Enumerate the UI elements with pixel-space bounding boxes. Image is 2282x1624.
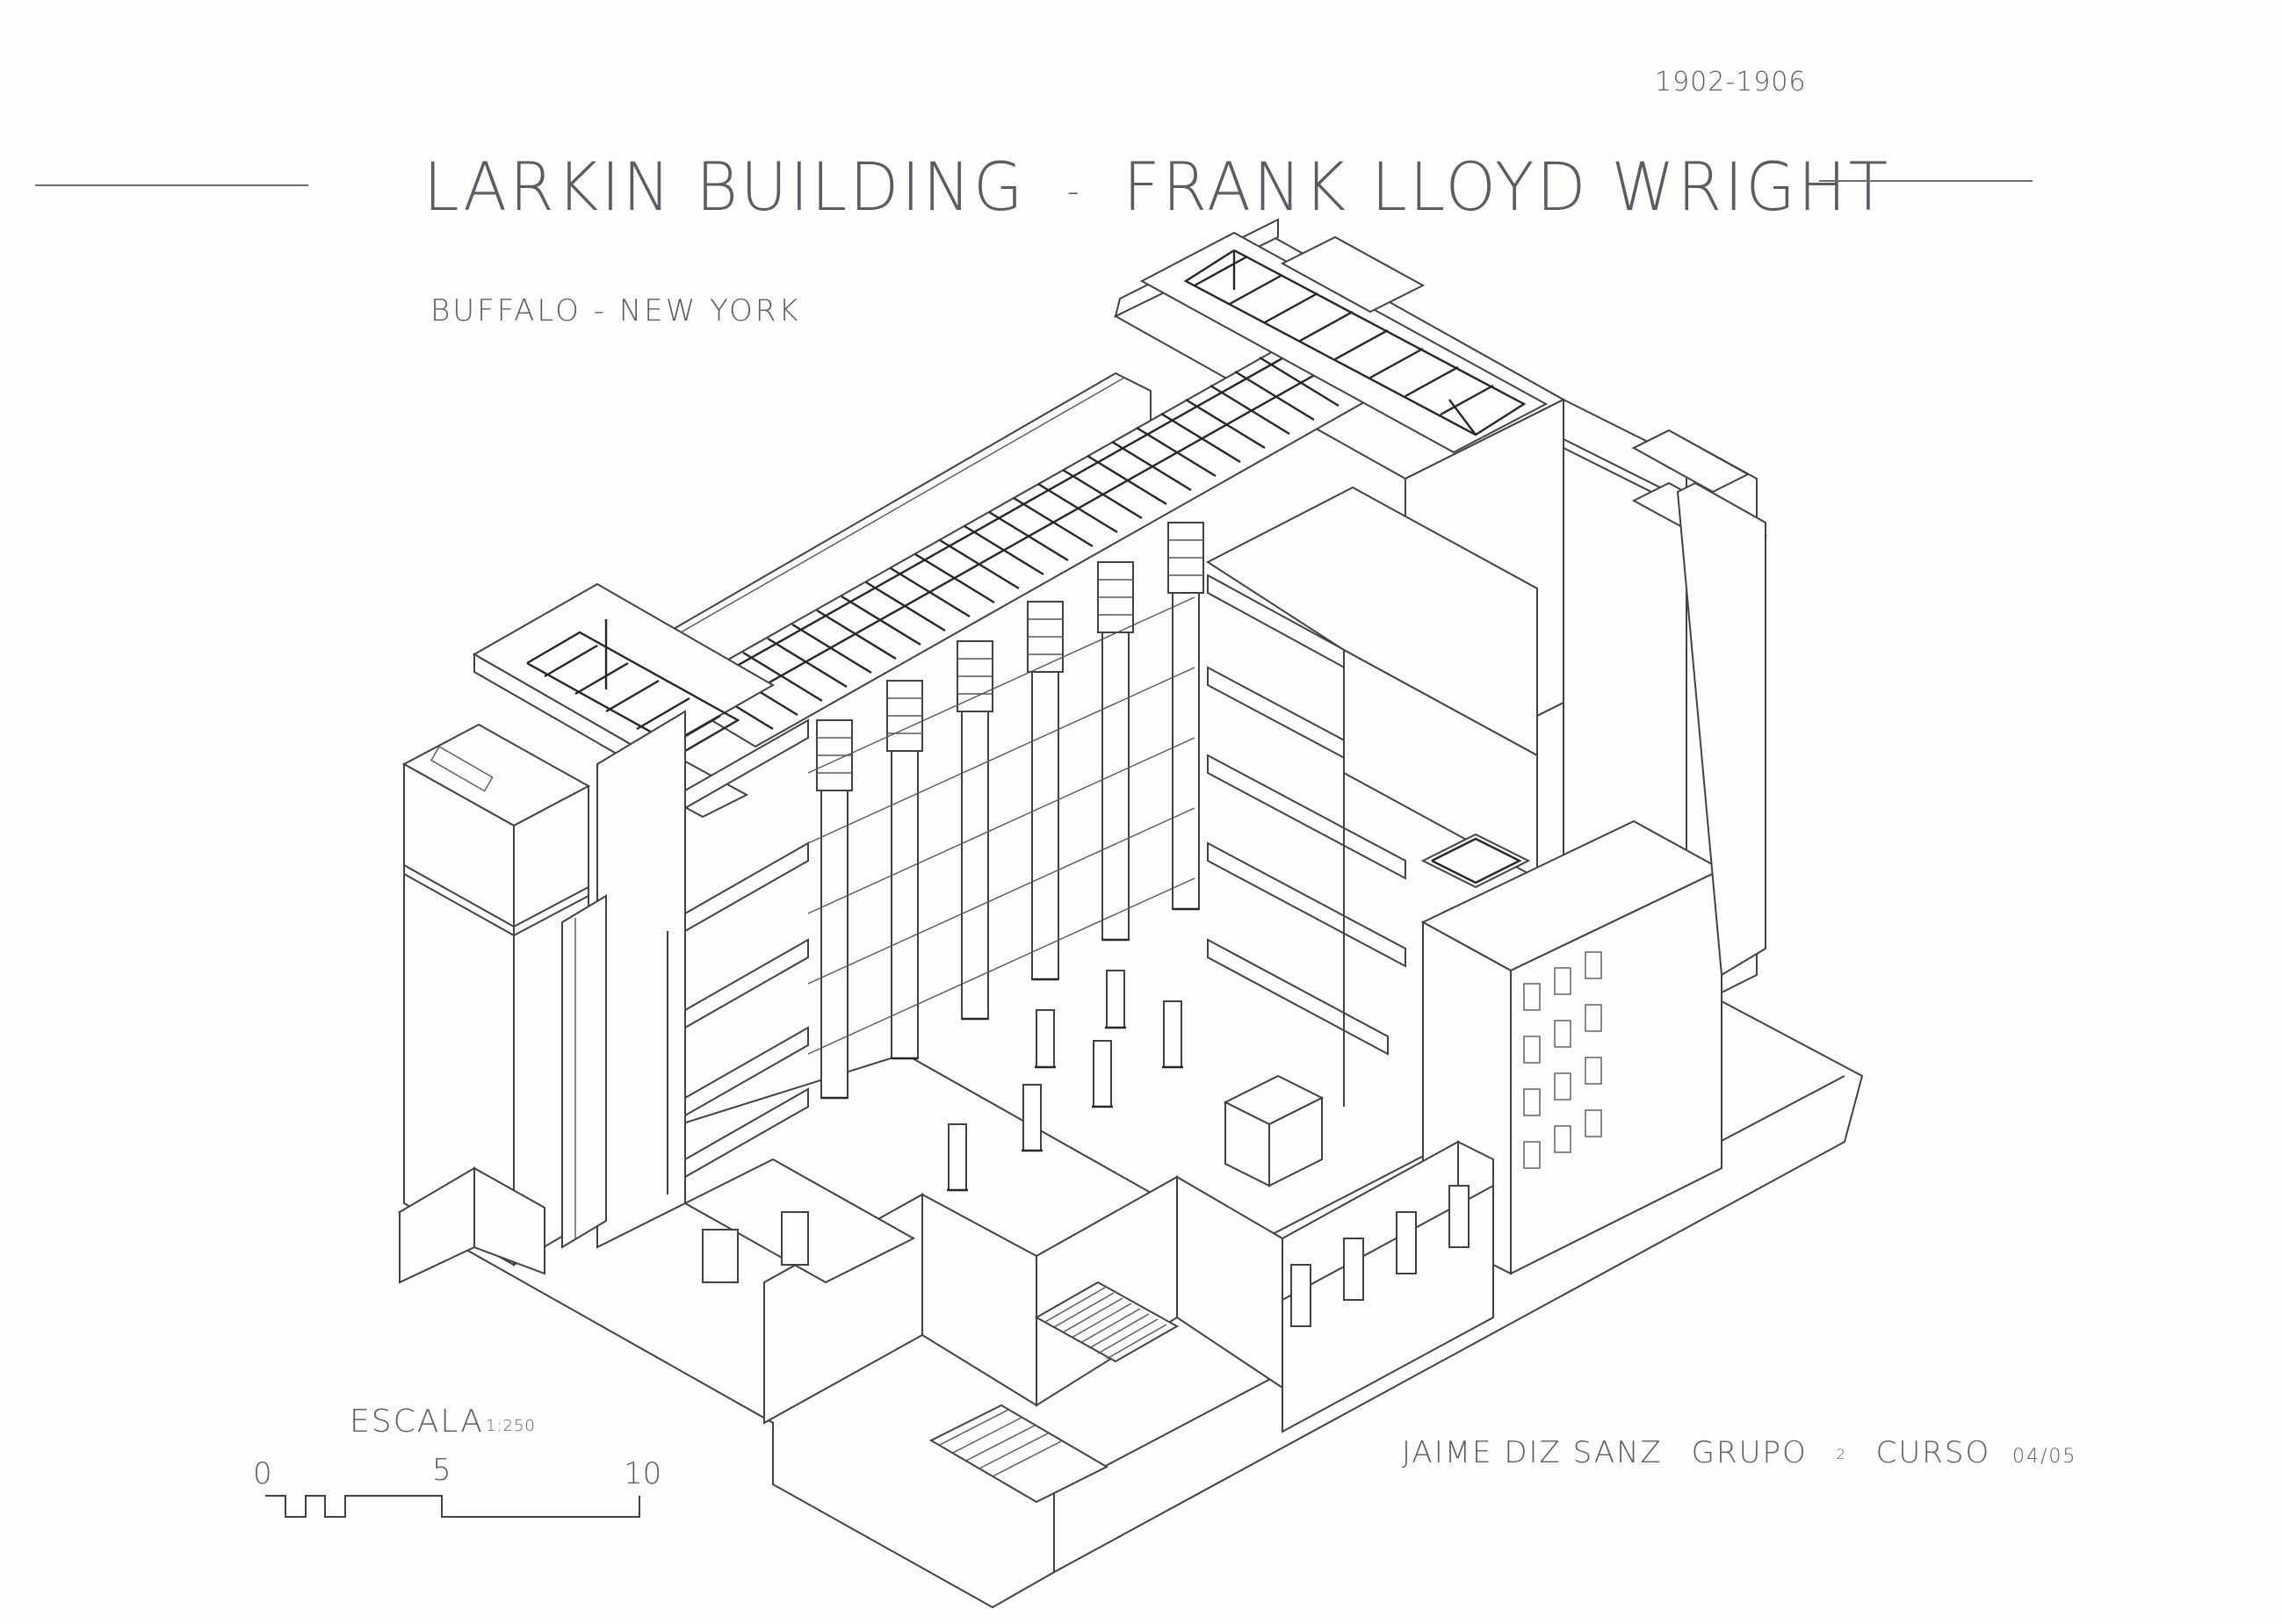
left-wing-face	[561, 710, 686, 1249]
date-range: 1902-1906	[1655, 67, 1807, 97]
author-name: JAIME DIZ SANZ	[1402, 1435, 1663, 1470]
scale-tick-10: 10	[624, 1456, 662, 1491]
credits: JAIME DIZ SANZ GRUPO 2 CURSO 04/05	[1402, 1435, 2076, 1470]
scale-tick-0: 0	[253, 1456, 272, 1491]
location: BUFFALO - NEW YORK	[430, 293, 801, 328]
gallery-floors-left	[667, 718, 809, 1195]
scale-ratio: 1:250	[486, 1417, 536, 1435]
title-building: LARKIN BUILDING	[423, 148, 1026, 226]
title-architect: FRANK LLOYD WRIGHT	[1123, 148, 1891, 226]
scale-tick-5: 5	[432, 1453, 451, 1488]
stair-tower-right	[1631, 481, 1768, 977]
title-separator: -	[1066, 171, 1082, 212]
course-year: 04/05	[2012, 1446, 2077, 1468]
scale-bar	[265, 1495, 640, 1518]
page-title: LARKIN BUILDING - FRANK LLOYD WRIGHT	[423, 148, 1890, 226]
title-rule-right	[1819, 180, 2033, 182]
gallery-floors-right	[1206, 486, 1538, 1107]
group-label: GRUPO	[1691, 1435, 1808, 1470]
atrium-piers	[807, 522, 1204, 1099]
atrium-floor-columns	[821, 907, 1325, 1192]
group-number: 2	[1836, 1446, 1847, 1462]
course-label: CURSO	[1875, 1435, 1991, 1470]
entrance-court	[399, 1140, 1494, 1504]
central-skylight	[666, 314, 1425, 748]
title-rule-left	[35, 184, 308, 186]
scale-label: ESCALA	[350, 1404, 484, 1440]
